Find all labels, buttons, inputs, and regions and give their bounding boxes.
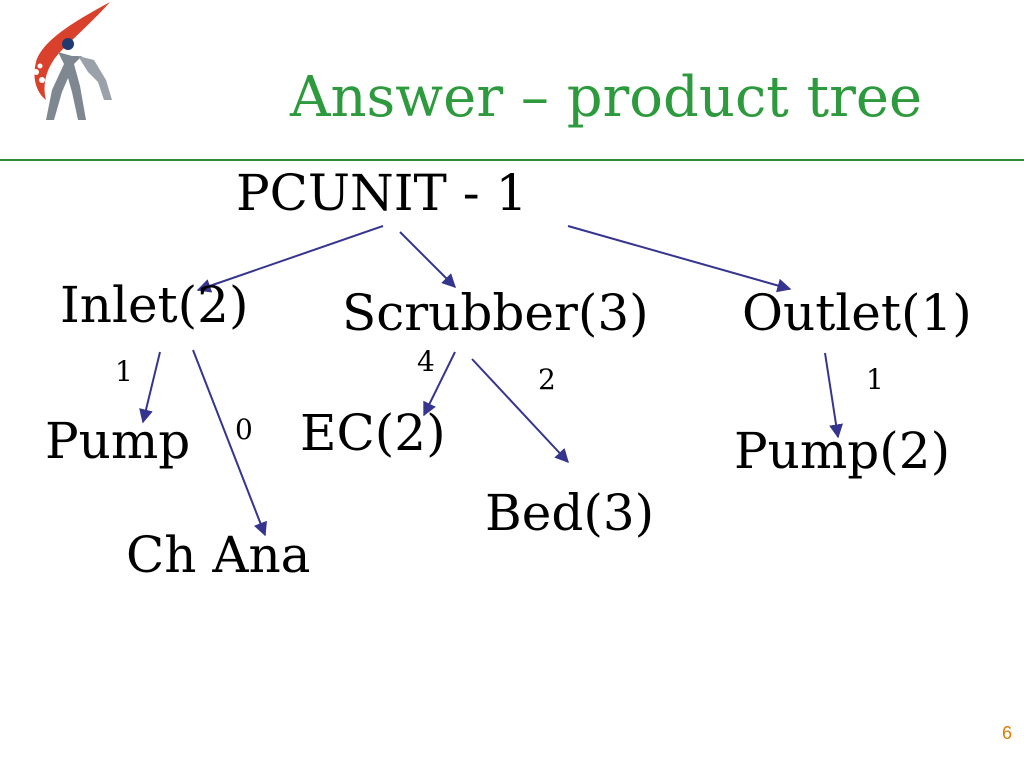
node-pump: Pump — [45, 412, 191, 470]
qty-ch-ana: 0 — [235, 413, 253, 446]
title-divider — [0, 159, 1024, 161]
node-outlet: Outlet(1) — [742, 284, 972, 342]
arrow-root-scrubber — [399, 231, 456, 288]
arrow-outlet-pump2 — [824, 352, 843, 439]
company-logo — [33, 2, 112, 120]
arrow-root-outlet — [567, 225, 792, 293]
page-number: 6 — [1001, 723, 1012, 743]
qty-pump2: 1 — [866, 363, 884, 396]
qty-bed: 2 — [538, 363, 556, 396]
node-pump2: Pump(2) — [734, 422, 951, 480]
qty-pump: 1 — [115, 355, 133, 388]
node-root: PCUNIT - 1 — [236, 164, 528, 222]
arrow-inlet-pump — [139, 351, 161, 424]
node-inlet: Inlet(2) — [60, 276, 249, 334]
arrow-root-inlet — [196, 225, 384, 293]
qty-ec: 4 — [417, 345, 435, 378]
node-ch-ana: Ch Ana — [126, 526, 311, 584]
node-bed: Bed(3) — [485, 484, 655, 542]
node-ec: EC(2) — [300, 404, 446, 462]
arrow-scrubber-ec — [423, 351, 456, 417]
arrow-scrubber-bed — [471, 358, 569, 464]
node-scrubber: Scrubber(3) — [342, 284, 649, 342]
slide-title: Answer – product tree — [290, 65, 923, 130]
arrow-inlet-chana — [192, 349, 267, 537]
